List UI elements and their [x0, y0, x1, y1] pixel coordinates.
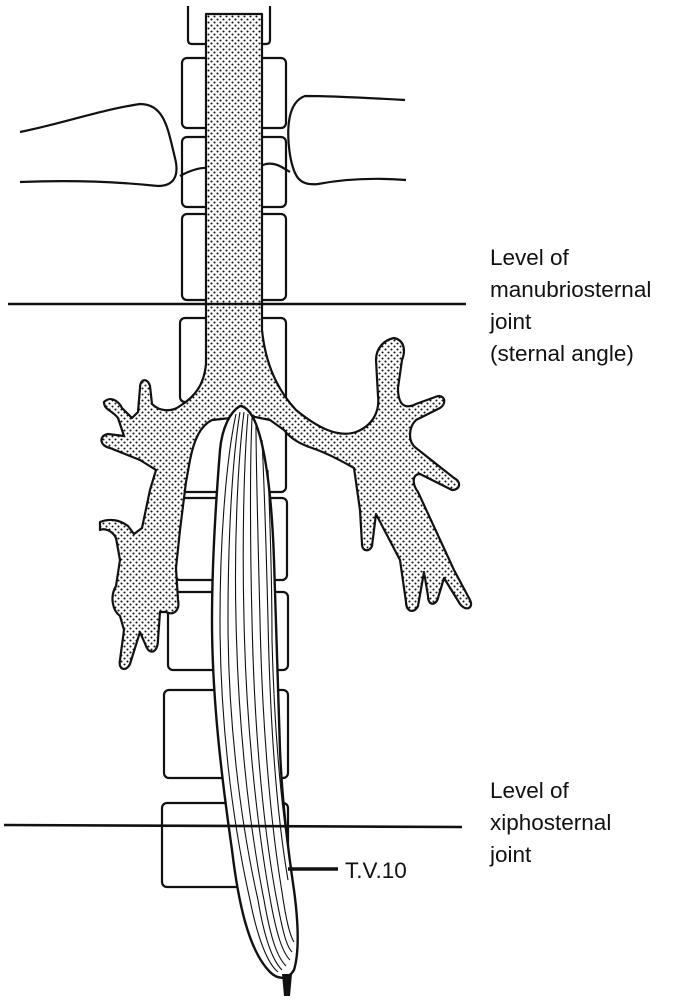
xiphosternal-level-line: [3, 823, 463, 829]
manubriosternal-level-label: Level of manubriosternal joint (sternal …: [490, 242, 651, 370]
esophagus-tip: [282, 974, 292, 996]
manubriosternal-label-line-2: manubriosternal: [490, 277, 652, 302]
esophagus-muscle-striations: [219, 411, 295, 973]
xiphosternal-label-line-1: Level of: [490, 778, 569, 803]
trachea-bronchial-tree: [98, 12, 473, 670]
tv10-label: T.V.10: [345, 858, 407, 883]
esophagus: [210, 404, 299, 996]
manubriosternal-label-line-3: joint: [490, 309, 532, 334]
manubriosternal-label-line-1: Level of: [490, 245, 569, 270]
xiphosternal-level-label: Level of xiphosternal joint: [490, 775, 611, 871]
right-clavicle: [287, 94, 407, 186]
manubriosternal-label-line-4: (sternal angle): [490, 341, 634, 366]
clavicles: [19, 94, 407, 188]
xiphosternal-label-line-3: joint: [490, 842, 532, 867]
left-clavicle: [19, 102, 178, 188]
xiphosternal-label-line-2: xiphosternal: [490, 810, 612, 835]
